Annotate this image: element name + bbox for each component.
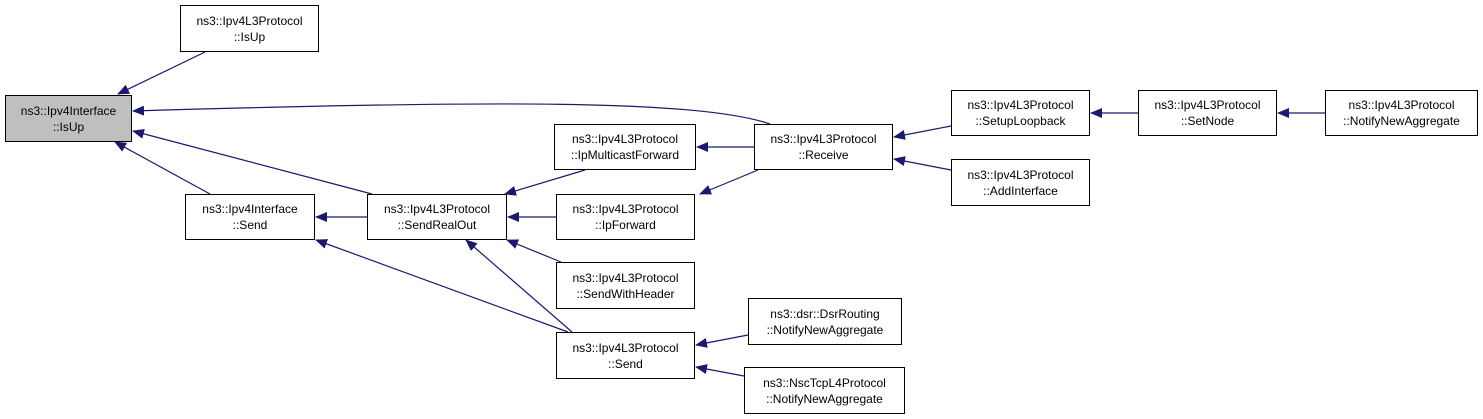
node-label-line2: ::SendRealOut <box>397 218 477 232</box>
edge-l3_ipmulticastforward-to-l3_sendrealout <box>504 169 586 196</box>
node-ipv4l3protocol-setuploopback[interactable]: ns3::Ipv4L3Protocol ::SetupLoopback <box>951 90 1090 136</box>
node-label-line2: ::NotifyNewAggregate <box>766 391 883 406</box>
node-label-line1: ns3::Ipv4Interface <box>20 103 117 118</box>
node-label-line2: ::AddInterface <box>983 183 1058 198</box>
node-label-line1: ns3::Ipv4L3Protocol <box>1348 98 1455 112</box>
node-label-line1: ns3::Ipv4L3Protocol <box>967 167 1074 182</box>
edge-l3_receive-to-l3_ipforward <box>699 169 759 195</box>
node-label-line2: ::Receive <box>798 148 849 162</box>
node-label-line1: ns3::Ipv4L3Protocol <box>770 132 877 146</box>
edge-l3_isup-to-ipv4if_isup <box>117 51 206 95</box>
node-label-line2: ::NotifyNewAggregate <box>1343 114 1460 128</box>
node-label-line2: ::SetupLoopback <box>975 114 1066 128</box>
node-ipv4l3protocol-addinterface[interactable]: ns3::Ipv4L3Protocol ::AddInterface <box>951 159 1090 206</box>
node-label-line2: ::IpMulticastForward <box>570 148 680 162</box>
node-ipv4l3protocol-ipforward[interactable]: ns3::Ipv4L3Protocol ::IpForward <box>556 194 695 240</box>
node-label-line1: ns3::Ipv4Interface <box>202 202 298 216</box>
node-label-line2: ::IsUp <box>233 29 266 44</box>
edge-l3_addinterface-to-l3_receive <box>893 156 952 171</box>
node-label-line1: ns3::NscTcpL4Protocol <box>763 375 886 390</box>
edge-l3_send-to-ipv4if_send <box>315 239 569 333</box>
edge-l3_send-to-l3_sendrealout <box>465 239 573 333</box>
node-ipv4l3protocol-notifynewaggregate[interactable]: ns3::Ipv4L3Protocol ::NotifyNewAggregate <box>1325 90 1478 136</box>
node-label-line1: ns3::Ipv4L3Protocol <box>572 340 679 355</box>
node-label-line2: ::Send <box>232 218 268 232</box>
node-label-line1: ns3::Ipv4L3Protocol <box>383 202 491 216</box>
node-label-line2: ::IpForward <box>595 218 656 232</box>
node-label-line1: ns3::Ipv4L3Protocol <box>572 270 679 285</box>
node-ipv4l3protocol-isup[interactable]: ns3::Ipv4L3Protocol ::IsUp <box>180 5 319 52</box>
node-label-line1: ns3::dsr::DsrRouting <box>770 306 880 321</box>
node-label-line2: ::SetNode <box>1180 114 1235 128</box>
edge-dsr_notifynewaggregate-to-l3_send <box>695 334 749 348</box>
node-label-line2: ::SendWithHeader <box>576 286 675 301</box>
edge-nsc_notifynewaggregate-to-l3_send <box>695 364 745 377</box>
node-ipv4l3protocol-receive[interactable]: ns3::Ipv4L3Protocol ::Receive <box>754 124 893 170</box>
node-label-line2: ::NotifyNewAggregate <box>766 322 884 337</box>
node-ipv4interface-isup: ns3::Ipv4Interface ::IsUp <box>5 95 132 142</box>
node-ipv4l3protocol-setnode[interactable]: ns3::Ipv4L3Protocol ::SetNode <box>1138 90 1277 136</box>
edge-l3_setuploopback-to-l3_receive <box>893 125 952 140</box>
node-label-line1: ns3::Ipv4L3Protocol <box>967 98 1074 112</box>
edge-l3_sendrealout-to-ipv4if_isup <box>132 128 373 195</box>
node-ipv4l3protocol-sendrealout[interactable]: ns3::Ipv4L3Protocol ::SendRealOut <box>367 194 507 240</box>
node-ipv4l3protocol-ipmulticastforward[interactable]: ns3::Ipv4L3Protocol ::IpMulticastForward <box>554 124 696 170</box>
node-label-line1: ns3::Ipv4L3Protocol <box>571 132 679 146</box>
node-label-line1: ns3::Ipv4L3Protocol <box>1154 98 1261 112</box>
node-label-line2: ::Send <box>608 356 643 371</box>
edge-ipv4if_send-to-ipv4if_isup <box>114 141 211 195</box>
node-nsctcpl4protocol-notifynewaggregate[interactable]: ns3::NscTcpL4Protocol ::NotifyNewAggrega… <box>744 367 905 414</box>
node-label-line1: ns3::Ipv4L3Protocol <box>196 13 303 28</box>
edge-l3_sendwithheader-to-l3_sendrealout <box>506 239 562 263</box>
node-label-line1: ns3::Ipv4L3Protocol <box>572 202 679 216</box>
node-ipv4l3protocol-send[interactable]: ns3::Ipv4L3Protocol ::Send <box>556 332 695 379</box>
node-dsrrouting-notifynewaggregate[interactable]: ns3::dsr::DsrRouting ::NotifyNewAggregat… <box>748 298 902 345</box>
node-ipv4l3protocol-sendwithheader[interactable]: ns3::Ipv4L3Protocol ::SendWithHeader <box>556 262 695 309</box>
node-label-line2: ::IsUp <box>52 119 85 134</box>
edge-l3_receive-to-ipv4if_isup <box>132 103 771 125</box>
node-ipv4interface-send[interactable]: ns3::Ipv4Interface ::Send <box>185 194 315 240</box>
